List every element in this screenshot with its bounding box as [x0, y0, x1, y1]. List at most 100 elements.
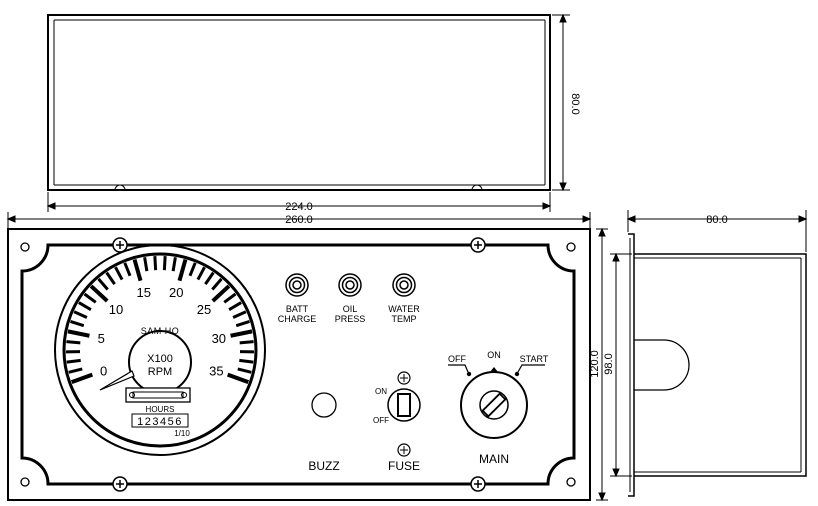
hours-label: HOURS: [146, 405, 175, 414]
gauge-tick: [226, 372, 250, 385]
gauge-tick: [132, 258, 143, 282]
gauge-tick: [78, 301, 92, 311]
gauge-needle: [99, 370, 135, 391]
fuse-toggle: [397, 393, 411, 417]
gauge-tick: [73, 310, 88, 319]
main-label: MAIN: [479, 452, 509, 466]
gauge-tick: [223, 292, 237, 304]
gauge-scale-label: 30: [212, 331, 226, 346]
gauge-tick: [89, 284, 109, 303]
gauge-tick: [70, 372, 94, 385]
gauge-tick: [204, 271, 215, 285]
gauge-scale-label: 25: [197, 302, 211, 317]
fuse-off-label: OFF: [373, 416, 389, 425]
screw-icon: [112, 237, 128, 253]
gauge-tick: [70, 319, 85, 328]
gauge-tick: [143, 257, 149, 272]
gauge-tick: [162, 256, 167, 271]
indicator-lamp-oil-press: OIL PRESS: [335, 273, 366, 324]
front-panel: [7, 228, 591, 501]
fuse-label: FUSE: [388, 459, 420, 473]
dim-top-height: [552, 13, 570, 192]
dim-side-depth: [626, 210, 808, 252]
gauge-tick: [235, 319, 250, 328]
gauge-tick: [114, 266, 124, 281]
hours-counter: 123456: [137, 416, 183, 428]
indicator-label: PRESS: [335, 314, 366, 324]
main-on-label: ON: [487, 350, 501, 360]
indicator-lamp-batt-charge: BATT CHARGE: [278, 273, 317, 324]
gauge-inner-ring: [62, 252, 258, 448]
dim-side-depth-label: 80.0: [706, 214, 727, 226]
hours-counter-box: [131, 413, 189, 428]
indicator-label: WATER: [388, 304, 420, 314]
buzzer-label: BUZZ: [308, 459, 339, 473]
gauge-tick: [68, 367, 83, 374]
indicator-lamp-water-temp: WATER TEMP: [388, 273, 420, 324]
dim-overall-width: [6, 212, 592, 230]
gauge-tick: [83, 292, 97, 304]
front-panel-outline: [7, 228, 591, 501]
side-view: [628, 233, 807, 497]
gauge-tick: [97, 277, 109, 291]
gauge-tick: [188, 262, 197, 277]
indicator-label: OIL: [343, 304, 358, 314]
gauge-tick: [211, 277, 223, 291]
gauge-scale-label: 20: [169, 285, 183, 300]
gauge-scale-label: 10: [109, 302, 123, 317]
gauge-tick: [239, 358, 254, 364]
gauge-tick: [177, 258, 188, 282]
tenths-mark: 1/10: [174, 429, 190, 438]
gauge-tick: [123, 262, 132, 277]
gauge-tick: [196, 266, 206, 281]
gauge-unit: RPM: [148, 366, 172, 378]
indicator-label: BATT: [286, 304, 309, 314]
gauge-tick: [153, 256, 158, 271]
fuse-on-label: ON: [375, 387, 387, 396]
gauge-tick: [66, 358, 81, 364]
corner-holes: [20, 242, 576, 487]
screw-icon: [112, 476, 128, 492]
gauge-brand: SAM HO: [141, 326, 180, 336]
gauge-tick: [211, 284, 231, 303]
mounting-screws: [112, 237, 486, 492]
gauge-tick-marks: [65, 256, 255, 385]
gauge-multiplier: X100: [147, 353, 173, 365]
gauge-outer-ring: [54, 244, 266, 456]
gauge-scale-label: 35: [209, 364, 223, 379]
main-switch-key: [481, 392, 507, 418]
gauge-tick: [66, 340, 81, 345]
front-panel-bezel: [20, 243, 576, 486]
screw-icon: [470, 237, 486, 253]
gauge-tick: [105, 271, 116, 285]
dim-side-heights: [596, 227, 632, 502]
fuse-switch: ON OFF FUSE: [373, 371, 421, 473]
screw-icon: [470, 476, 486, 492]
dim-top-width: [46, 192, 552, 212]
hour-meter-plate: [125, 387, 191, 403]
gauge-tick: [230, 329, 253, 338]
gauge-scale-label: 15: [137, 285, 151, 300]
gauge-tick: [67, 329, 90, 338]
dim-overall-width-label: 260.0: [285, 214, 313, 226]
top-view-outline: [47, 14, 551, 191]
main-off-label: OFF: [448, 354, 466, 364]
gauge-tick: [239, 340, 254, 345]
gauge-tick: [171, 257, 177, 272]
gauge-scale-label: 0: [100, 364, 107, 379]
buzzer: BUZZ: [308, 392, 340, 473]
indicator-label: TEMP: [391, 314, 416, 324]
gauge-tick: [228, 301, 242, 311]
main-key-switch: OFF ON START MAIN: [448, 350, 549, 466]
gauge-tick: [237, 367, 252, 374]
main-switch-keyway: [479, 390, 509, 420]
indicator-label: CHARGE: [278, 314, 317, 324]
fuse-switch-body: [387, 388, 421, 422]
gauge-scale-label: 5: [98, 331, 105, 346]
gauge-tick: [232, 310, 247, 319]
main-start-label: START: [520, 354, 549, 364]
top-view: [47, 14, 551, 191]
dim-side-outer-height-label: 120.0: [589, 350, 601, 378]
